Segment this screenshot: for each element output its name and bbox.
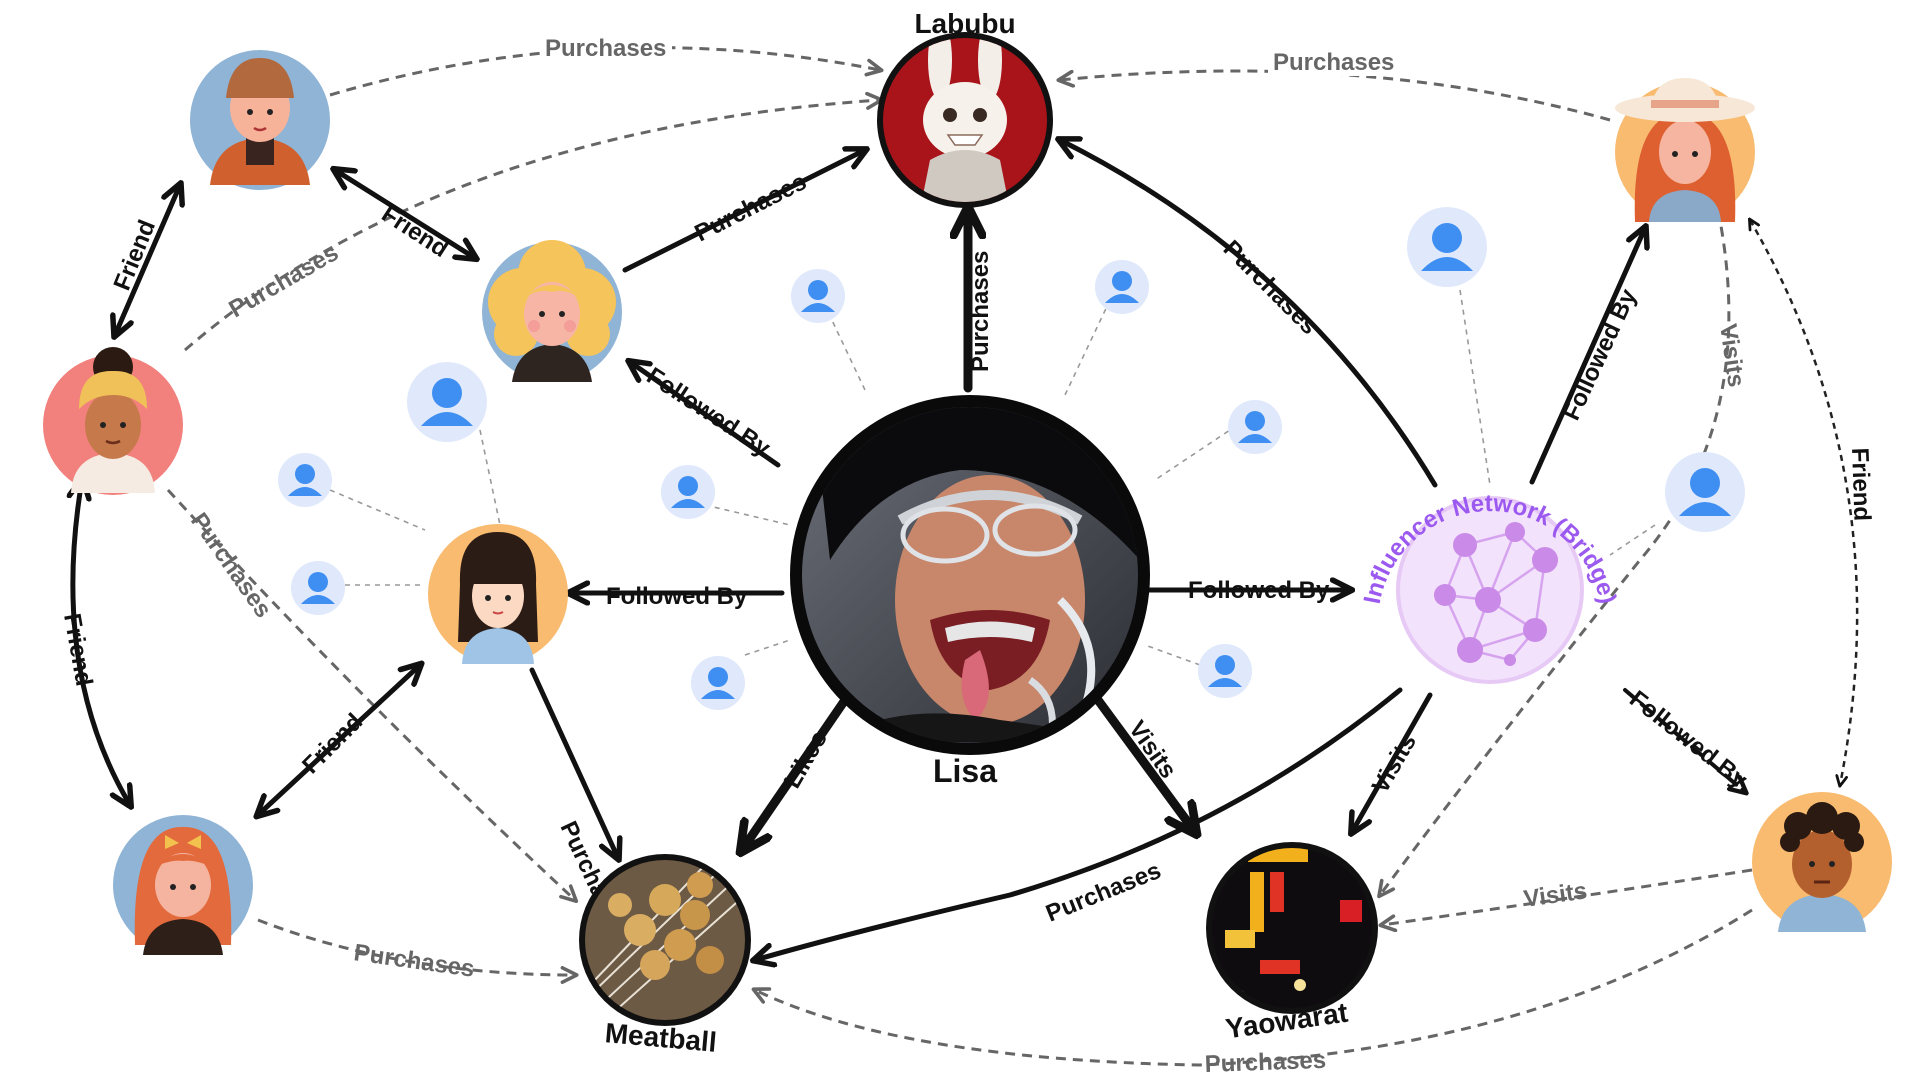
avatar-user-8 [1615,78,1755,222]
edge-friend-u3-u6 [73,480,130,805]
edge-followed-bridge-u9 [1623,688,1745,792]
edge-purchases-u9-meatball [751,908,1753,1067]
follower-avatar [1228,400,1282,454]
follower-avatar [278,453,332,507]
edge-purchases-bridge-labubu [1060,140,1438,488]
strong-edges [73,140,1745,960]
avatar-user-6 [113,815,253,955]
follower-avatar [791,269,845,323]
follower-avatar [407,362,487,442]
avatar-user-9 [1752,792,1892,932]
edge-followed-lisa-u2 [630,362,781,468]
edge-friend-u1-u3 [115,185,180,335]
node-meatball[interactable]: Meatball [579,854,751,1058]
label-purchases: Purchases [352,939,476,983]
label-friend: Friend [377,200,453,263]
avatar-user-2 [482,240,622,382]
edge-purchases-u8-labubu [1056,69,1611,122]
label-friend: Friend [297,708,368,779]
node-influencer-network[interactable]: Influencer Network (Bridge) [1359,490,1621,684]
edge-purchases-u2-labubu [622,150,865,273]
label-purchases: Purchases [1204,1047,1326,1078]
follower-avatar [1407,207,1487,287]
node-yaowarat[interactable]: Yaowarat [1205,840,1380,1044]
edge-visits-u8-yaowarat [1377,209,1731,899]
label-followed-by: Followed By [606,583,748,610]
avatar-user-3 [43,347,183,495]
follower-connectors [329,289,1656,666]
label-visits: Visits [1714,322,1750,389]
edge-purchases-u6-meatball [257,918,579,984]
label-followed-by: Followed By [642,362,776,462]
follower-avatar [1095,260,1149,314]
avatar-user-1 [190,50,330,190]
edge-visits-u9-yaowarat [1378,868,1753,933]
label-purchases: Purchases [967,251,994,372]
label-purchases: Purchases [1218,235,1323,340]
label-purchases: Purchases [185,508,277,623]
edge-friend-u8-u9 [1750,220,1859,785]
follower-avatar [1665,452,1745,532]
follower-avatar [661,465,715,519]
edge-purchases-u3-meatball [166,488,579,904]
label-purchases: Purchases [1042,857,1165,928]
edge-friend-u4-u6 [258,665,420,815]
label-friend: Friend [1846,447,1876,521]
follower-avatar [1198,644,1252,698]
label-followed-by: Followed By [1624,685,1753,794]
edge-visits-bridge-yaowarat [1352,692,1433,832]
node-label-labubu: Labubu [914,8,1015,39]
label-friend: Friend [58,611,97,688]
follower-avatar [691,656,745,710]
label-followed-by: Followed By [1188,577,1330,604]
edge-likes-lisa-meatball [742,695,850,850]
label-visits: Visits [1367,729,1422,798]
weak-edges [166,46,1859,1067]
node-label-meatball: Meatball [604,1017,718,1058]
edge-purchases-bridge-meatball [755,687,1403,960]
label-purchases: Purchases [690,168,810,247]
node-labubu[interactable]: Labubu [877,8,1053,210]
avatar-user-4 [428,524,568,664]
label-purchases: Purchases [545,35,666,62]
follower-avatar [291,561,345,615]
edge-purchases-u4-meatball [529,667,618,858]
followers [278,207,1745,710]
edge-visits-lisa-yaowarat [1093,695,1195,832]
label-visits: Visits [1522,877,1589,913]
label-purchases: Purchases [1273,49,1394,76]
label-followed-by: Followed By [1558,284,1642,424]
label-purchases: Purchases [225,239,344,323]
node-lisa[interactable]: Lisa [790,395,1150,789]
edge-friend-u1-u2 [335,170,475,258]
edge-followed-bridge-u8 [1529,228,1645,485]
label-friend: Friend [109,216,162,294]
label-likes: Likes [779,726,833,793]
edge-purchases-u3-labubu [184,91,884,352]
node-label-lisa: Lisa [933,753,997,789]
